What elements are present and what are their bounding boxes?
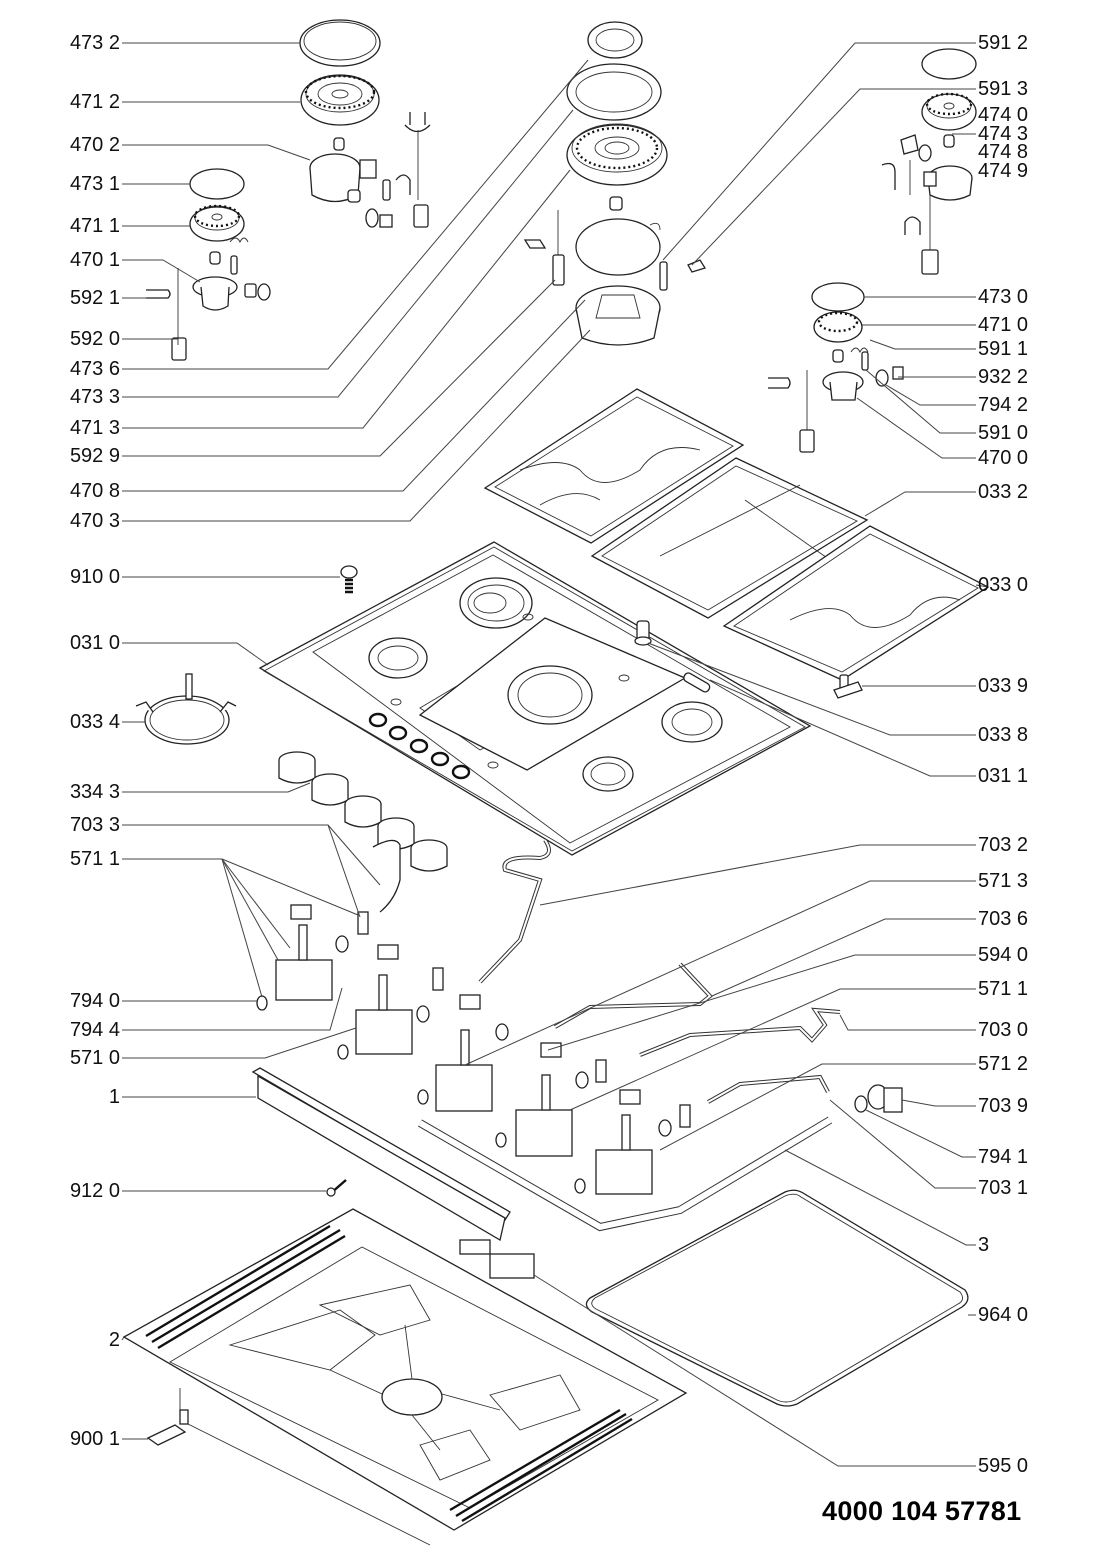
part-label: 474 8 [978,141,1029,163]
part-label: 033 0 [978,574,1029,596]
part-label: 912 0 [69,1180,120,1202]
rubber-foot-033-9 [833,674,863,699]
gas-pipe-703-2 [478,838,551,984]
part-label: 794 1 [978,1146,1029,1168]
screw-910-0 [340,565,358,594]
part-label: 1 [108,1086,120,1108]
burner-cap-473-2 [299,19,381,67]
control-knobs-334-3 [278,751,448,872]
clip-900-1 [146,1409,189,1446]
part-label: 591 3 [978,78,1029,100]
pan-support-left-033-2 [483,388,745,544]
part-label: 471 3 [69,417,120,439]
gas-pipe-703-3 [372,839,401,913]
burner-body-474-9 [881,134,973,275]
part-label: 794 2 [978,394,1029,416]
screw-912-0 [326,1179,347,1197]
burner-body-470-1 [146,237,271,361]
part-label: 703 3 [69,814,120,836]
elbow-connector-703-9 [854,1084,903,1113]
terminal-block-595-0 [459,1239,535,1279]
front-bracket-1 [251,1067,511,1242]
part-label: 474 3 [978,123,1029,145]
gas-pipe-703-0 [639,1007,841,1057]
burner-head-471-3 [566,123,668,186]
part-label: 571 0 [69,1047,120,1069]
part-label: 033 8 [978,724,1029,746]
part-label: 591 0 [978,422,1029,444]
part-label: 932 2 [978,366,1029,388]
part-label: 571 3 [978,870,1029,892]
part-label: 334 3 [69,781,120,803]
part-label: 470 3 [69,510,120,532]
part-label: 471 2 [69,91,120,113]
part-label: 571 1 [69,848,120,870]
gas-pipe-703-6 [554,962,713,1029]
part-label: 033 9 [978,675,1029,697]
burner-head-471-1 [189,204,245,242]
document-number: 4000 104 57781 [822,1496,1022,1526]
part-label: 470 1 [69,249,120,271]
burner-body-470-2 [309,112,431,228]
part-label: 910 0 [69,566,120,588]
part-label: 900 1 [69,1428,120,1450]
part-label: 703 9 [978,1095,1029,1117]
spindle-033-8 [634,620,652,646]
burner-cap-591-2 [921,48,977,80]
part-label: 474 0 [978,104,1029,126]
part-label: 595 0 [978,1455,1029,1477]
part-label: 703 1 [978,1177,1029,1199]
part-label: 473 2 [69,32,120,54]
part-label: 794 4 [69,1019,120,1041]
part-label: 473 0 [978,286,1029,308]
pan-support-centre-033-2 [590,457,869,619]
part-label: 031 1 [978,765,1029,787]
part-label: 794 0 [69,990,120,1012]
gas-valves-571 [256,904,691,1195]
part-label: 592 1 [69,287,120,309]
part-label: 033 2 [978,481,1029,503]
part-label: 033 4 [69,711,120,733]
part-label: 594 0 [978,944,1029,966]
burner-ring-473-3 [566,63,662,121]
part-label: 3 [978,1234,990,1256]
leader-lines [121,42,989,1467]
part-label: 592 0 [69,328,120,350]
part-label: 964 0 [978,1304,1029,1326]
part-label: 473 1 [69,173,120,195]
burner-body-470-0 [768,347,904,453]
wok-ring-033-4 [135,673,237,745]
bottom-tray-2 [122,1208,688,1546]
part-label: 473 3 [69,386,120,408]
part-label: 571 2 [978,1053,1029,1075]
part-label: 471 0 [978,314,1029,336]
part-label: 470 0 [978,447,1029,469]
burner-cap-473-1 [189,168,245,200]
part-label: 591 2 [978,32,1029,54]
part-label: 470 2 [69,134,120,156]
burner-cap-473-0 [811,282,865,312]
part-label: 703 6 [978,908,1029,930]
burner-head-471-0 [813,311,863,343]
gas-pipe-3 [417,1116,833,1232]
gas-pipe-703-1 [707,1074,830,1104]
burner-head-471-2 [300,74,380,126]
part-label: 473 6 [69,358,120,380]
part-label: 703 0 [978,1019,1029,1041]
part-label: 592 9 [69,445,120,467]
part-label: 470 8 [69,480,120,502]
burner-body-470-3 [523,196,706,346]
burner-head-474-0 [921,92,977,131]
burner-ring-473-6 [587,21,643,59]
part-label: 474 9 [978,160,1029,182]
part-label: 031 0 [69,632,120,654]
part-label: 2 [108,1329,120,1351]
part-label: 703 2 [978,834,1029,856]
part-label: 591 1 [978,338,1029,360]
part-label: 471 1 [69,215,120,237]
part-label: 571 1 [978,978,1029,1000]
hob-top-plate-031-0 [258,541,812,856]
